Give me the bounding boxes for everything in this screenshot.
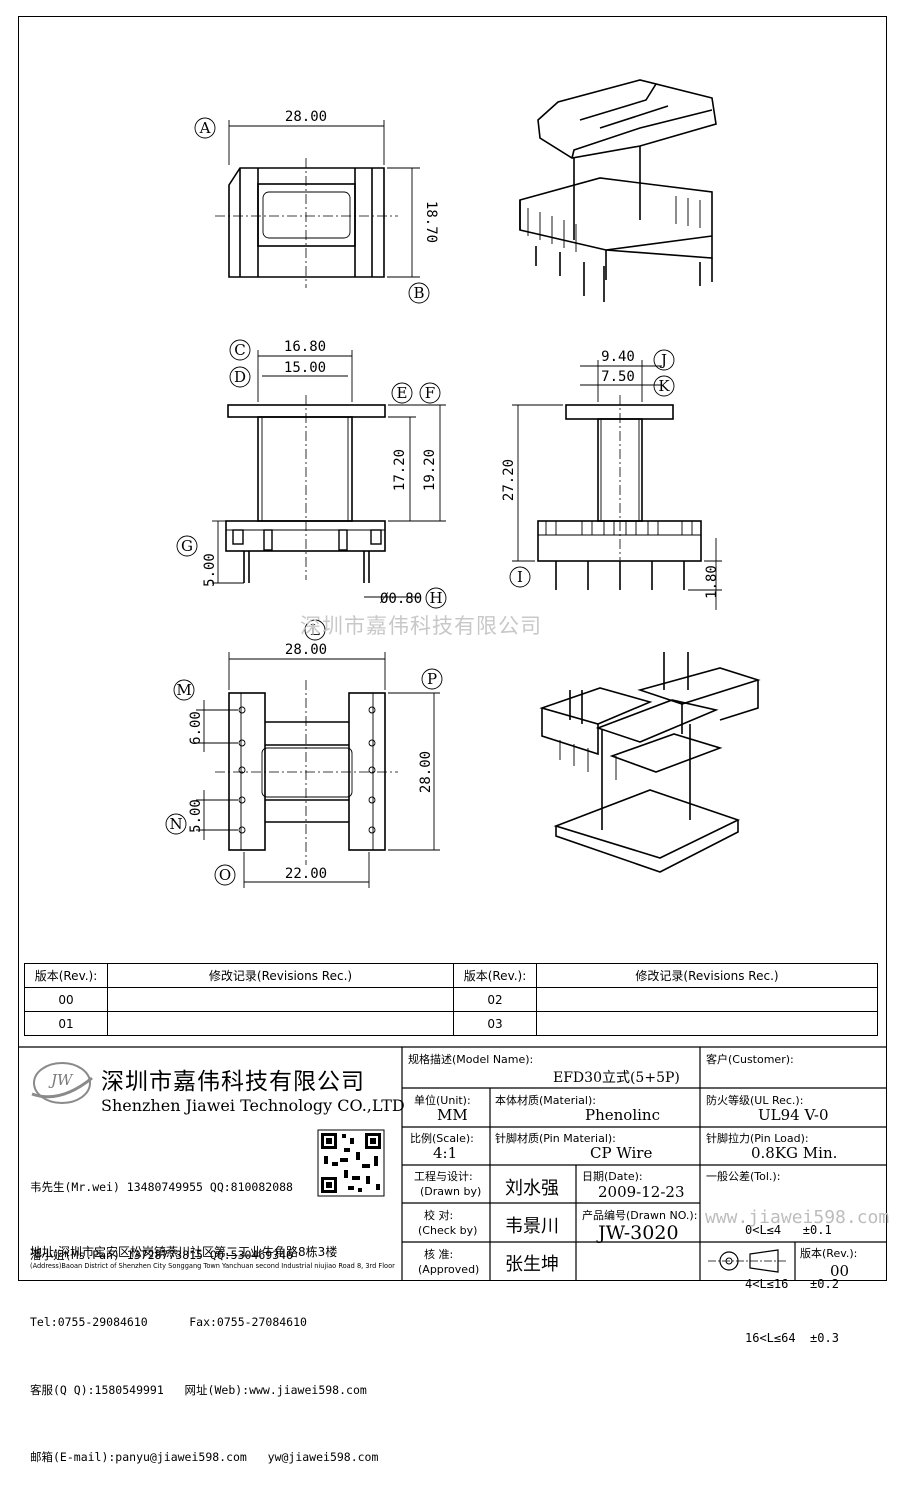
company-logo: JW: [51, 1071, 73, 1089]
unit-value: MM: [437, 1106, 468, 1124]
company-name-cn: 深圳市嘉伟科技有限公司: [101, 1069, 365, 1095]
contact-line: 邮箱(E-mail):panyu@jiawei598.com yw@jiawei…: [30, 1450, 379, 1464]
revision-table: 版本(Rev.): 修改记录(Revisions Rec.) 版本(Rev.):…: [24, 963, 878, 1036]
contact-line: 韦先生(Mr.wei) 13480749955 QQ:810082088: [30, 1180, 293, 1194]
pin-load-value: 0.8KG Min.: [751, 1144, 838, 1162]
rev-row-right: 03: [453, 1011, 537, 1036]
rev-label: 版本(Rev.):: [800, 1247, 858, 1260]
side-view: 9.40 7.50 27.20 1.80 J K I: [501, 349, 722, 610]
pin-material-value: CP Wire: [590, 1144, 653, 1162]
bottom-view: 28.00 6.00 5.00 28.00 22.00 L M N O P: [165, 619, 443, 888]
dim-top-width: 28.00: [285, 109, 327, 125]
dim-side-h: 27.20: [501, 459, 517, 501]
dim-front-pin: 5.00: [202, 553, 218, 587]
rec-header-left: 修改记录(Revisions Rec.): [107, 963, 454, 988]
drawn-value: 刘水强: [505, 1178, 559, 1199]
label-i: I: [517, 568, 523, 586]
label-o: O: [219, 866, 231, 884]
label-p: P: [427, 670, 437, 688]
label-h: H: [429, 589, 442, 607]
ul-label: 防火等级(UL Rec.):: [706, 1094, 804, 1107]
watermark: 深圳市嘉伟科技有限公司: [300, 614, 542, 638]
address-en: (Address)Baoan District of Shenzhen City…: [30, 1262, 395, 1270]
dim-front-h1: 17.20: [392, 449, 408, 491]
model-label: 规格描述(Model Name):: [408, 1053, 534, 1066]
drawn-label: 工程与设计:: [414, 1170, 473, 1183]
rec-header-right: 修改记录(Revisions Rec.): [536, 963, 878, 988]
rev-row-left: 00: [24, 987, 108, 1012]
front-view: 16.80 15.00 17.20 19.20 5.00 Ø0.80 C D E…: [176, 339, 447, 609]
isometric-bottom: [539, 652, 761, 873]
approved-label: 核 准:: [424, 1248, 454, 1261]
drawing-frame: [18, 16, 887, 1281]
dim-side-outer: 9.40: [601, 349, 635, 365]
rev-row-right: 02: [453, 987, 537, 1012]
drawn-no-value: JW-3020: [598, 1222, 679, 1244]
contact-line: 潘小姐(Ms.Pan) 13728773815 QQ:530469346: [30, 1247, 293, 1262]
label-j: J: [659, 351, 667, 369]
material-value: Phenolinc: [585, 1106, 660, 1124]
date-value: 2009-12-23: [598, 1183, 685, 1201]
label-a: A: [199, 119, 211, 137]
dim-top-height: 18.70: [423, 201, 439, 243]
label-g: G: [181, 537, 193, 555]
rev-row-left: 01: [24, 1011, 108, 1036]
dim-front-outer: 16.80: [284, 339, 326, 355]
contact-list: 韦先生(Mr.wei) 13480749955 QQ:810082088 潘小姐…: [30, 1131, 378, 1491]
tolerance-row: 4<L≤16 ±0.2: [745, 1277, 839, 1291]
contact-line: 客服(Q Q):1580549991 网址(Web):www.jiawei598…: [30, 1382, 367, 1397]
scale-value: 4:1: [433, 1144, 458, 1162]
model-value: EFD30立式(5+5P): [553, 1070, 680, 1086]
label-c: C: [234, 341, 245, 359]
label-k: K: [658, 377, 670, 395]
check-value: 韦景川: [505, 1216, 559, 1237]
label-f: F: [425, 384, 435, 402]
label-n: N: [169, 815, 182, 833]
watermark-url: www.jiawei598.com: [705, 1207, 890, 1228]
engineering-drawing: 28.00 18.70 A B 16.80 15.00: [165, 79, 761, 888]
address-cn: 地址:深圳市宝安区松岗镇燕川社区第二工业牛角路8栋3楼: [30, 1245, 338, 1259]
ul-value: UL94 V-0: [758, 1106, 829, 1124]
dim-bottom-span: 22.00: [285, 866, 327, 882]
pin-material-label: 针脚材质(Pin Material):: [495, 1132, 616, 1145]
rev-value: 00: [830, 1262, 850, 1280]
label-e: E: [397, 384, 408, 402]
dim-bottom-pitch1: 6.00: [188, 711, 204, 745]
dim-bottom-width: 28.00: [285, 642, 327, 658]
company-name-en: Shenzhen Jiawei Technology CO.,LTD: [101, 1096, 405, 1115]
dim-front-pin-dia: Ø0.80: [380, 591, 422, 607]
rev-header-right: 版本(Rev.):: [453, 963, 537, 988]
drawn-no-label: 产品编号(Drawn NO.):: [582, 1209, 698, 1222]
tolerance-label: 一般公差(Tol.):: [706, 1170, 781, 1183]
dim-front-h2: 19.20: [422, 449, 438, 491]
customer-label: 客户(Customer):: [706, 1053, 794, 1066]
rev-header-left: 版本(Rev.):: [24, 963, 108, 988]
top-view: 28.00 18.70 A B: [194, 109, 439, 304]
drawn-label-en: (Drawn by): [420, 1185, 482, 1198]
dim-side-inner: 7.50: [601, 369, 635, 385]
tolerance-row: 0<L≤4 ±0.1: [745, 1223, 832, 1237]
label-m: M: [176, 681, 191, 699]
approved-label-en: (Approved): [418, 1263, 480, 1276]
check-label-en: (Check by): [418, 1224, 478, 1237]
dim-bottom-height: 28.00: [418, 751, 434, 793]
dim-side-pin: 1.80: [704, 565, 720, 599]
label-l: L: [310, 621, 320, 639]
scale-label: 比例(Scale):: [410, 1132, 474, 1145]
pin-load-label: 针脚拉力(Pin Load):: [706, 1132, 809, 1145]
unit-label: 单位(Unit):: [414, 1094, 471, 1107]
date-label: 日期(Date):: [582, 1170, 643, 1183]
material-label: 本体材质(Material):: [495, 1094, 596, 1107]
contact-line: Tel:0755-29084610 Fax:0755-27084610: [30, 1315, 307, 1329]
dim-front-inner: 15.00: [284, 360, 326, 376]
isometric-top: [519, 79, 717, 302]
tolerance-row: 16<L≤64 ±0.3: [745, 1331, 839, 1345]
tolerance-list: 0<L≤4 ±0.1 4<L≤16 ±0.2 16<L≤64 ±0.3: [745, 1185, 839, 1365]
approved-value: 张生坤: [505, 1254, 559, 1275]
check-label: 校 对:: [424, 1209, 454, 1222]
dim-bottom-pitch2: 5.00: [188, 799, 204, 833]
label-d: D: [234, 368, 246, 386]
label-b: B: [413, 284, 424, 302]
